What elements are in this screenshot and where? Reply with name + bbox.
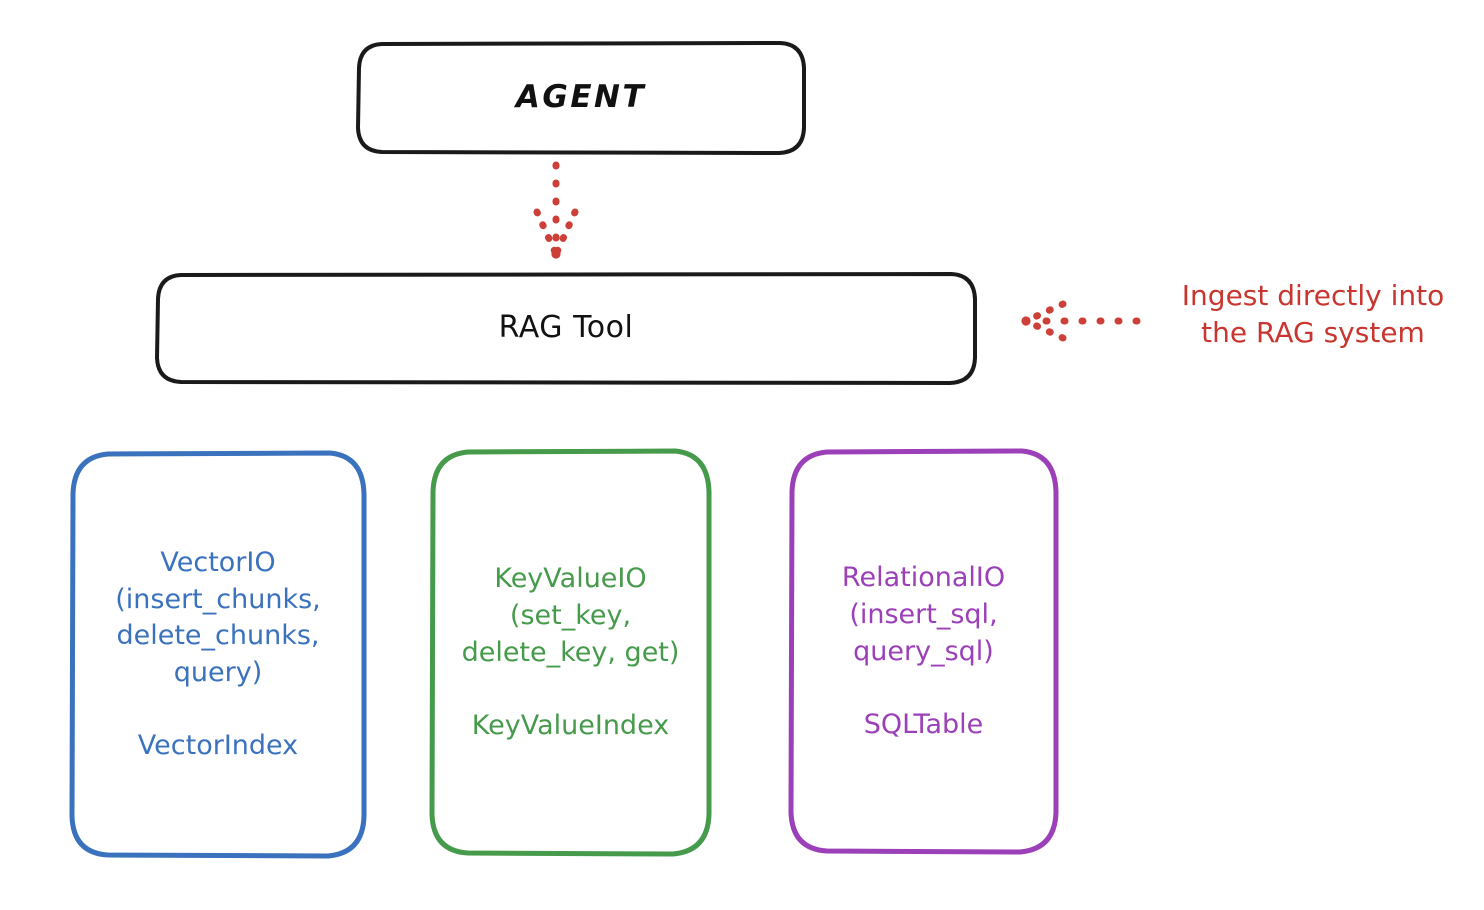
node-vector-io-label: VectorIO (insert_chunks, delete_chunks, … bbox=[115, 546, 321, 762]
node-rag-tool-label: RAG Tool bbox=[498, 310, 634, 346]
arrowhead-left bbox=[533, 208, 559, 256]
node-vector-io[interactable]: VectorIO (insert_chunks, delete_chunks, … bbox=[68, 450, 368, 860]
arrow-agent-to-rag-tool bbox=[533, 161, 579, 259]
node-key-value-io-label: KeyValueIO (set_key, delete_key, get) Ke… bbox=[461, 563, 680, 742]
node-relational-io[interactable]: RelationalIO (insert_sql, query_sql) SQL… bbox=[787, 448, 1060, 856]
arrowhead-tip bbox=[551, 249, 561, 259]
annotation-ingest-directly: Ingest directly into the RAG system bbox=[1181, 279, 1445, 349]
node-rag-tool[interactable]: RAG Tool bbox=[155, 272, 977, 385]
node-relational-io-label: RelationalIO (insert_sql, query_sql) SQL… bbox=[841, 562, 1006, 741]
node-agent-label: AGENT bbox=[515, 79, 647, 116]
ingest-arrowhead-tip bbox=[1021, 316, 1031, 326]
arrow-ingest-into-rag-system bbox=[1021, 300, 1141, 342]
ingest-arrowhead-bottom bbox=[1024, 318, 1067, 342]
node-agent[interactable]: AGENT bbox=[356, 41, 806, 155]
ingest-arrowhead-top bbox=[1024, 300, 1067, 324]
node-key-value-io[interactable]: KeyValueIO (set_key, delete_key, get) Ke… bbox=[428, 448, 713, 858]
arrowhead-right bbox=[553, 208, 579, 256]
